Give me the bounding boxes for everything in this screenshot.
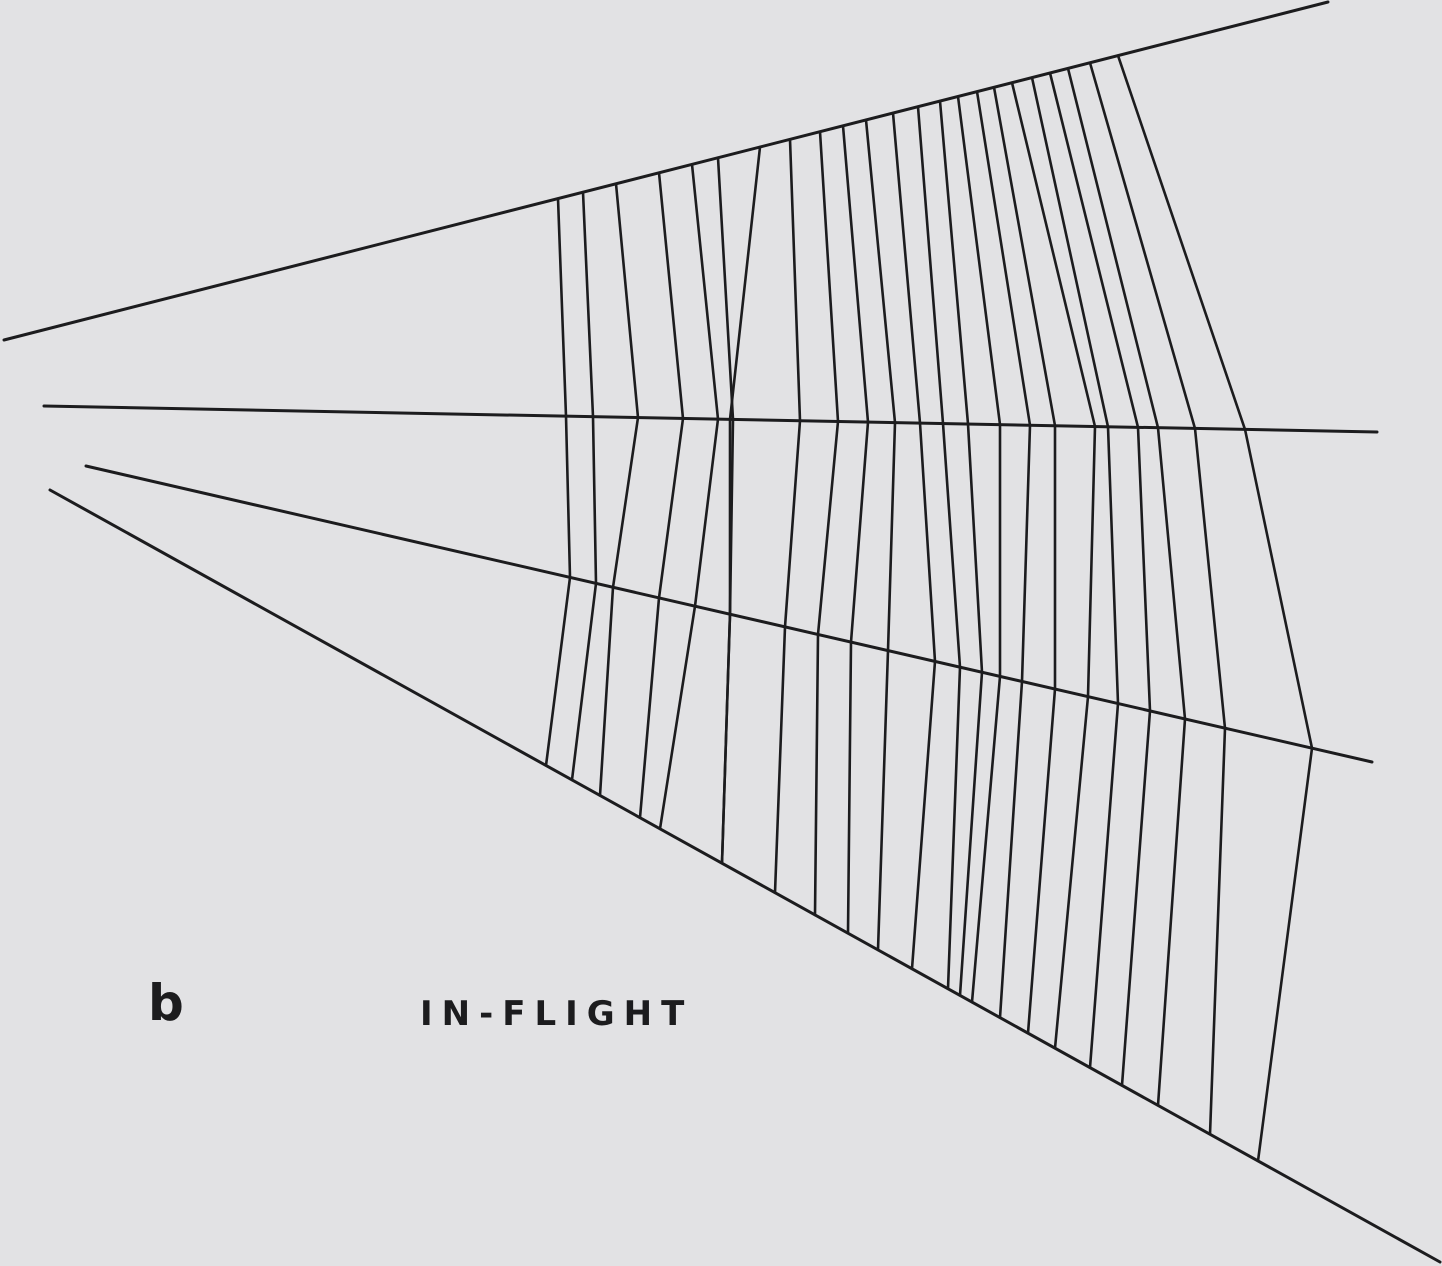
rib-segment — [916, 105, 945, 425]
rib-segment — [938, 99, 970, 426]
rib-segment — [1030, 76, 1110, 429]
panel-label: b — [148, 974, 184, 1032]
rib-segment — [728, 145, 762, 421]
rib-segment — [788, 138, 802, 423]
rib-segment — [891, 111, 922, 425]
rib-segment — [818, 130, 840, 423]
rib-segment — [1086, 425, 1097, 698]
rib-segment — [1053, 695, 1090, 1050]
rib-segment — [918, 421, 937, 663]
upper-chord-line — [42, 404, 1379, 434]
rib-segment — [716, 156, 735, 421]
figure-caption: IN-FLIGHT — [420, 994, 694, 1034]
rib-segment — [1116, 54, 1247, 431]
rib-segment — [992, 86, 1057, 428]
rib-segment — [1066, 67, 1160, 430]
rib-segment — [1088, 702, 1120, 1069]
rib-segment — [813, 633, 820, 917]
rib-segment — [941, 422, 962, 669]
rib-segment — [614, 182, 640, 419]
rib-segment — [958, 670, 984, 997]
trailing-edge-line — [48, 488, 1442, 1264]
rib-segment — [1243, 428, 1314, 750]
rib-segment — [611, 416, 640, 589]
rib-segment — [975, 90, 1032, 427]
rib-segment — [998, 680, 1024, 1019]
rib-segment — [1120, 709, 1152, 1087]
rib-segment — [966, 422, 984, 674]
rib-segment — [849, 420, 870, 644]
rib-segment — [816, 420, 840, 636]
rib-segment — [956, 95, 1002, 426]
rib-segment — [638, 596, 661, 820]
rib-segment — [657, 171, 685, 420]
rib-segment — [591, 415, 598, 585]
rib-segment — [564, 414, 572, 579]
rib-segment — [1156, 426, 1187, 721]
rib-segment — [556, 197, 568, 418]
rib-segment — [693, 417, 720, 608]
rib-segment — [1010, 81, 1097, 428]
rib-segment — [1208, 726, 1227, 1136]
rib-segment — [1048, 71, 1140, 429]
rib-segment — [946, 665, 962, 991]
rib-segment — [598, 585, 615, 797]
rib-segment — [658, 604, 697, 831]
leading-edge-line — [2, 0, 1330, 342]
rib-segment — [1020, 423, 1032, 683]
rib-segment — [570, 582, 598, 782]
rib-segment — [876, 649, 890, 952]
rib-segment — [783, 419, 802, 629]
rib-segment — [1136, 425, 1152, 713]
rib-segment — [1256, 746, 1314, 1163]
rib-segment — [720, 612, 732, 865]
rib-segment — [773, 625, 787, 895]
rib-segment — [910, 660, 937, 971]
rib-segment — [841, 124, 870, 424]
rib-segment — [1156, 717, 1187, 1107]
rib-segment — [544, 576, 572, 767]
rib-segment — [1088, 61, 1197, 430]
rib-segment — [886, 421, 897, 652]
rib-segment — [581, 190, 595, 419]
rib-segment — [970, 675, 1002, 1004]
rib-segment — [846, 640, 853, 935]
rib-segment — [864, 118, 897, 424]
rib-segment — [690, 163, 720, 421]
rib-segment — [1106, 425, 1120, 705]
rib-segment — [1193, 427, 1227, 730]
rib-segment — [1026, 687, 1057, 1035]
rib-segment — [657, 417, 685, 600]
